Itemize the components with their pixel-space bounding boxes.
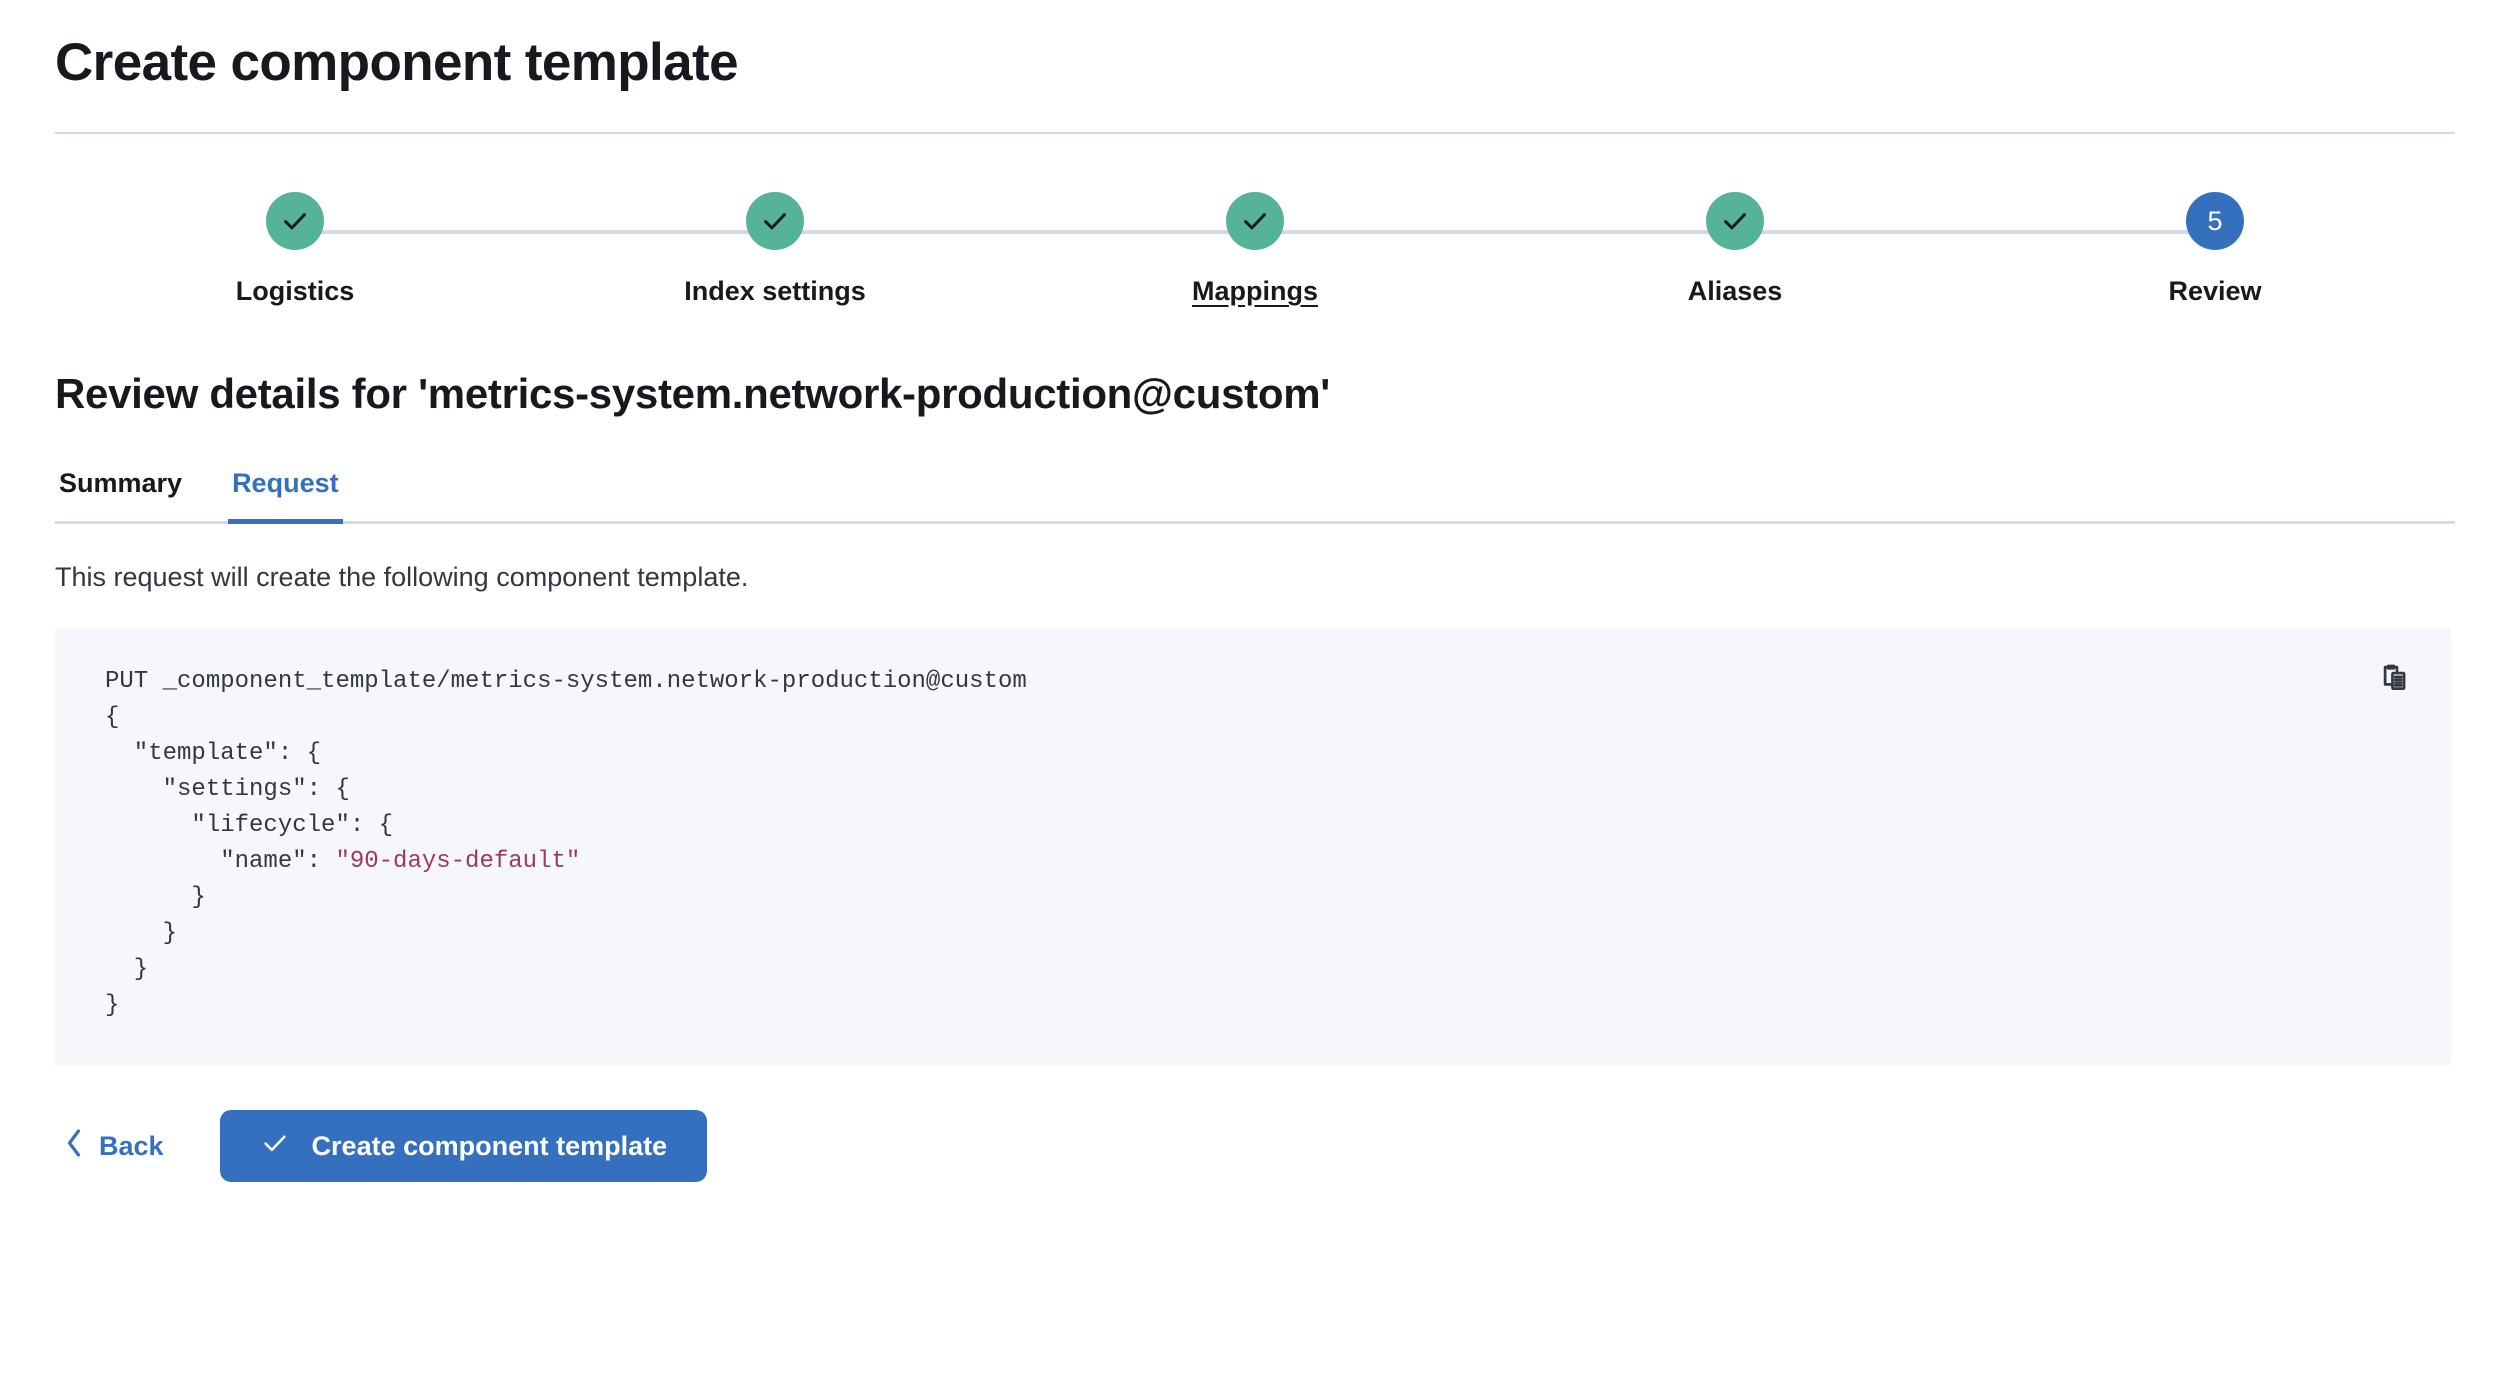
stepper-step-aliases[interactable]: Aliases (1255, 192, 1975, 320)
stepper-label-aliases: Aliases (1687, 276, 1783, 306)
title-divider (55, 132, 2455, 134)
stepper-circle-complete (1706, 192, 1764, 250)
stepper-circle-complete (746, 192, 804, 250)
stepper-circle-complete (266, 192, 324, 250)
stepper-circle-complete (1226, 192, 1284, 250)
copy-request-button[interactable] (2373, 656, 2419, 702)
check-icon (260, 1128, 290, 1165)
stepper-connector (295, 230, 775, 234)
review-section-title: Review details for 'metrics-system.netwo… (55, 370, 1330, 417)
stepper-step-review[interactable]: 5 Review (1735, 192, 2455, 320)
wizard-stepper: Logistics Index settings Mappings Aliase… (55, 192, 2455, 320)
request-code-panel: PUT _component_template/metrics-system.n… (55, 628, 2451, 1066)
code-method-line: PUT _component_template/metrics-system.n… (105, 668, 1027, 695)
back-button[interactable]: Back (55, 1122, 172, 1171)
stepper-connector (1255, 230, 1735, 234)
back-button-label: Back (99, 1130, 164, 1161)
stepper-connector (775, 230, 1255, 234)
stepper-circle-current: 5 (2186, 192, 2244, 250)
create-component-template-button[interactable]: Create component template (219, 1110, 708, 1182)
stepper-connector (1735, 230, 2215, 234)
code-body-line: } (105, 992, 120, 1019)
code-body-line: "template": { (105, 740, 322, 767)
page-title: Create component template (55, 33, 739, 92)
chevron-left-icon (63, 1128, 85, 1165)
request-code-block: PUT _component_template/metrics-system.n… (105, 664, 2401, 1024)
stepper-step-number: 5 (2207, 205, 2223, 236)
wizard-footer: Back Create component template (55, 1110, 2451, 1182)
stepper-label-review: Review (2168, 276, 2262, 306)
code-body-line: "name": (105, 848, 336, 875)
stepper-step-index-settings[interactable]: Index settings (295, 192, 1015, 320)
code-body-line: } (105, 884, 206, 911)
stepper-label-mappings[interactable]: Mappings (1192, 276, 1318, 306)
code-body-line: } (105, 920, 178, 947)
code-body-line: } (105, 956, 149, 983)
tab-summary[interactable]: Summary (55, 464, 186, 521)
code-body-line: "lifecycle": { (105, 812, 394, 839)
code-body-line: "settings": { (105, 776, 350, 803)
create-component-template-label: Create component template (311, 1130, 668, 1161)
review-tabs: Summary Request (55, 464, 2455, 524)
stepper-label-logistics: Logistics (235, 276, 355, 306)
code-string-value: "90-days-default" (335, 848, 581, 875)
stepper-step-mappings[interactable]: Mappings (775, 192, 1495, 320)
request-description: This request will create the following c… (55, 562, 749, 592)
code-body-line: { (105, 704, 120, 731)
stepper-step-logistics[interactable]: Logistics (55, 192, 535, 320)
copy-clipboard-icon (2379, 661, 2413, 698)
tab-request[interactable]: Request (228, 464, 343, 524)
stepper-label-index-settings: Index settings (684, 276, 866, 306)
